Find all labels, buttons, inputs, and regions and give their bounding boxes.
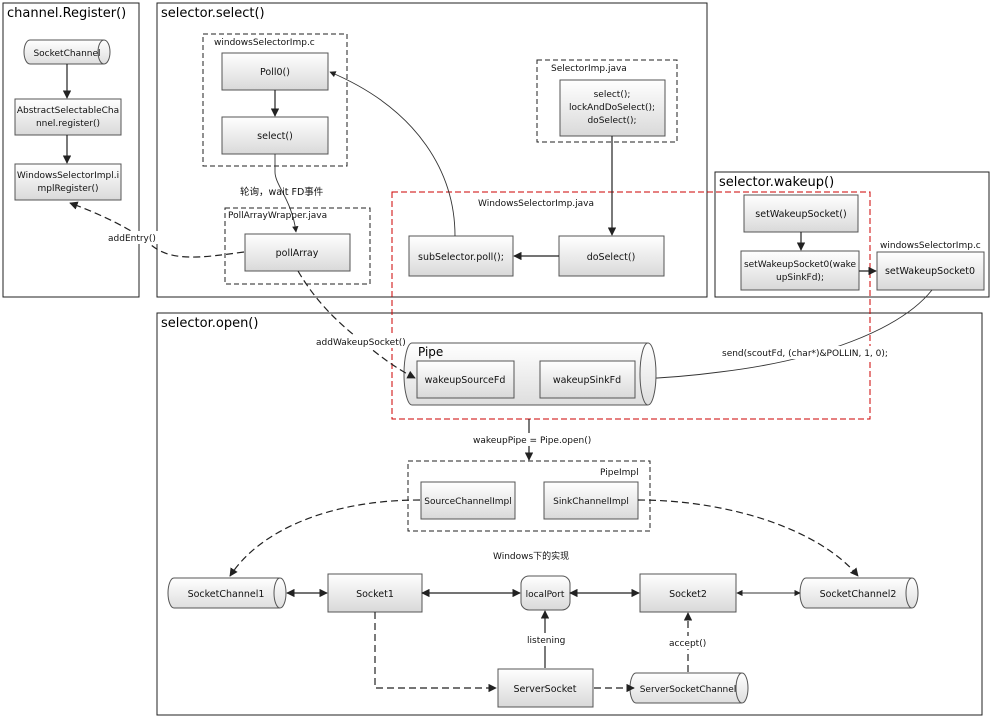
group-label-pipe-impl: PipeImpl (600, 468, 639, 478)
set-wakeup-socket0-node: setWakeupSocket0 (876, 251, 985, 291)
poll0-node: Poll0() (221, 52, 329, 91)
socket2-node: Socket2 (639, 573, 737, 613)
add-wakeup-socket-label-bg (314, 335, 406, 348)
send-call-label: send(scoutFd, (char*)&POLLIN, 1, 0); (722, 349, 888, 359)
poll0-label: Poll0() (260, 67, 290, 78)
sink-channel-impl-label: SinkChannelImpl (553, 497, 629, 507)
socket2-label: Socket2 (669, 589, 707, 600)
send-label-bg (720, 346, 886, 359)
listening-label-bg (525, 633, 567, 646)
poll-array-node: pollArray (244, 233, 351, 272)
windows-impl-register-node: WindowsSelectorImpl.i mplRegister() (14, 163, 122, 201)
set-wakeup-socket0-call-line2: upSinkFd); (776, 273, 824, 283)
abstract-register-line2: nnel.register() (36, 119, 100, 129)
add-wakeup-socket-label: addWakeupSocket() (316, 338, 406, 348)
arrow-add-wakeup-socket (297, 270, 416, 379)
windows-impl-label: Windows下的实现 (493, 550, 569, 562)
windows-impl-register-line2: mplRegister() (37, 184, 98, 194)
add-entry-label-bg (106, 231, 158, 244)
socket-channel1-node: SocketChannel1 (167, 577, 287, 609)
arrow-add-entry (69, 201, 245, 258)
selector-imp-call-1: select(); (594, 90, 631, 100)
source-channel-impl-label: SourceChannelImpl (424, 497, 512, 507)
group-label-windows-selector-imp-c: windowsSelectorImp.c (214, 38, 315, 48)
section-title-select: selector.select() (161, 6, 265, 21)
accept-label-bg (668, 636, 708, 649)
group-label-windows-selector-imp-c2: windowsSelectorImp.c (880, 241, 981, 251)
socket1-label: Socket1 (356, 589, 394, 600)
listening-label: listening (527, 636, 565, 646)
server-socket-node: ServerSocket (497, 668, 594, 708)
set-wakeup-socket0-call-line1: setWakeupSocket0(wake (744, 260, 857, 270)
section-select (156, 2, 708, 298)
section-open (156, 312, 983, 716)
wakeup-sink-fd-node: wakeupSinkFd (539, 360, 636, 399)
sub-selector-poll-node: subSelector.poll(); (408, 235, 514, 277)
add-entry-label: addEntry() (108, 234, 156, 244)
arrow-sink-to-socketchannel2 (637, 499, 859, 577)
group-label-windows-selector-imp-java: WindowsSelectorImp.java (478, 199, 594, 209)
select-c-node: select() (221, 116, 329, 155)
wakeup-pipe-open-label: wakeupPipe = Pipe.open() (473, 436, 591, 446)
set-wakeup-socket0-call-node: setWakeupSocket0(wake upSinkFd); (740, 250, 860, 291)
arrow-subselector-to-poll0 (329, 71, 456, 237)
pipe-label: Pipe (418, 345, 443, 359)
group-label-selector-imp-java: SelectorImp.java (551, 64, 627, 74)
section-title-register: channel.Register() (7, 6, 126, 21)
group-selector-imp-java (536, 59, 678, 143)
socket-channel2-label: SocketChannel2 (820, 589, 897, 600)
source-channel-impl-node: SourceChannelImpl (420, 481, 516, 520)
socket-channel-node: SocketChannel (23, 39, 111, 65)
wakeup-highlight-region (391, 191, 871, 420)
section-wakeup (714, 171, 990, 298)
set-wakeup-socket-node: setWakeupSocket() (743, 194, 859, 233)
poll-wait-label: 轮询，wait FD事件 (240, 186, 324, 198)
section-register (2, 2, 140, 298)
socket-channel1-label: SocketChannel1 (188, 589, 265, 600)
accept-label: accept() (669, 639, 706, 649)
windows-impl-register-line1: WindowsSelectorImpl.i (17, 171, 119, 181)
socket1-node: Socket1 (327, 573, 423, 613)
set-wakeup-socket-label: setWakeupSocket() (755, 209, 846, 220)
arrow-send-to-sink (635, 289, 933, 382)
arrow-select-to-pollarray (274, 154, 299, 233)
abstract-register-line1: AbstractSelectableCha (17, 106, 119, 116)
local-port-label: localPort (526, 590, 565, 600)
group-pipe-impl (407, 460, 651, 532)
arrow-source-to-socketchannel1 (229, 499, 421, 577)
server-socket-channel-node: ServerSocketChannel (629, 672, 749, 704)
arrow-socket1-to-serversocket (374, 612, 497, 693)
set-wakeup-socket0-label: setWakeupSocket0 (885, 266, 975, 277)
server-socket-channel-label: ServerSocketChannel (640, 685, 737, 695)
selector-imp-calls-node: select(); lockAndDoSelect(); doSelect(); (559, 79, 666, 137)
pipe-open-label-bg (471, 433, 589, 446)
poll-array-label: pollArray (276, 248, 319, 259)
local-port-node: localPort (520, 575, 571, 611)
abstract-register-node: AbstractSelectableCha nnel.register() (14, 98, 122, 136)
wakeup-sink-fd-label: wakeupSinkFd (553, 375, 621, 386)
selector-imp-call-3: doSelect(); (587, 116, 636, 126)
select-c-label: select() (257, 131, 293, 142)
do-select-label: doSelect() (587, 252, 636, 263)
section-title-open: selector.open() (161, 316, 258, 331)
server-socket-label: ServerSocket (514, 684, 577, 695)
sub-selector-poll-label: subSelector.poll(); (418, 252, 504, 263)
wakeup-source-fd-node: wakeupSourceFd (416, 360, 515, 399)
selector-imp-call-2: lockAndDoSelect(); (569, 103, 655, 113)
group-poll-array-wrapper (224, 207, 371, 285)
socket-channel2-node: SocketChannel2 (799, 577, 919, 609)
wakeup-source-fd-label: wakeupSourceFd (425, 375, 506, 386)
group-label-poll-array-wrapper: PollArrayWrapper.java (228, 211, 327, 221)
sink-channel-impl-node: SinkChannelImpl (543, 481, 639, 520)
section-title-wakeup: selector.wakeup() (719, 175, 834, 190)
do-select-node: doSelect() (558, 235, 665, 277)
socket-channel-label: SocketChannel (33, 49, 100, 59)
